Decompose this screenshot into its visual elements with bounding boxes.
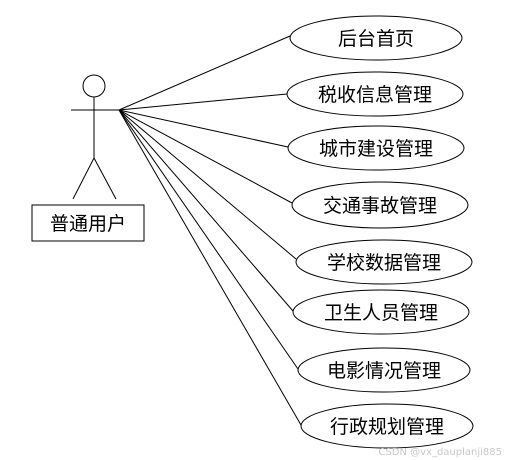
association-line-1 bbox=[118, 35, 291, 111]
use-case-1: 后台首页 bbox=[289, 15, 463, 61]
use-case-label: 城市建设管理 bbox=[319, 138, 433, 160]
use-case-label: 卫生人员管理 bbox=[324, 302, 438, 324]
use-case-2: 税收信息管理 bbox=[286, 71, 464, 117]
use-case-ellipse bbox=[292, 289, 470, 335]
association-line-3 bbox=[118, 109, 289, 148]
use-case-ellipse bbox=[297, 347, 471, 393]
use-case-ellipse bbox=[295, 239, 473, 285]
use-case-label: 税收信息管理 bbox=[318, 84, 432, 106]
use-case-ellipse bbox=[286, 71, 464, 117]
use-case-ellipse bbox=[287, 125, 465, 171]
use-case-8: 行政规划管理 bbox=[300, 403, 474, 449]
use-case-label: 电影情况管理 bbox=[327, 360, 441, 382]
use-case-label: 交通事故管理 bbox=[323, 195, 437, 217]
use-case-ellipse bbox=[300, 403, 474, 449]
actor-label: 普通用户 bbox=[50, 213, 126, 235]
actor-figure bbox=[71, 74, 119, 200]
watermark: CSDN @vx_dauplanji885 bbox=[378, 447, 502, 458]
use-case-7: 电影情况管理 bbox=[297, 347, 471, 393]
association-lines bbox=[118, 35, 302, 426]
actor-right-leg bbox=[93, 157, 117, 200]
use-case-3: 城市建设管理 bbox=[287, 125, 465, 171]
association-line-2 bbox=[118, 93, 288, 111]
actor-head bbox=[82, 74, 106, 98]
association-line-4 bbox=[118, 109, 293, 204]
association-line-5 bbox=[118, 109, 297, 260]
association-line-6 bbox=[118, 109, 294, 312]
use-case-ellipse bbox=[291, 181, 469, 229]
use-case-4: 交通事故管理 bbox=[291, 181, 469, 229]
association-line-7 bbox=[118, 109, 299, 370]
use-case-6: 卫生人员管理 bbox=[292, 289, 470, 335]
use-case-label: 学校数据管理 bbox=[327, 252, 441, 274]
use-case-ellipse bbox=[289, 15, 463, 61]
use-case-5: 学校数据管理 bbox=[295, 239, 473, 285]
actor-label-frame bbox=[31, 204, 145, 242]
use-case-label: 后台首页 bbox=[338, 28, 414, 50]
association-line-8 bbox=[118, 109, 302, 426]
actor-label-box: 普通用户 bbox=[31, 204, 145, 242]
actor-left-leg bbox=[72, 157, 95, 200]
use-case-label: 行政规划管理 bbox=[330, 416, 444, 438]
